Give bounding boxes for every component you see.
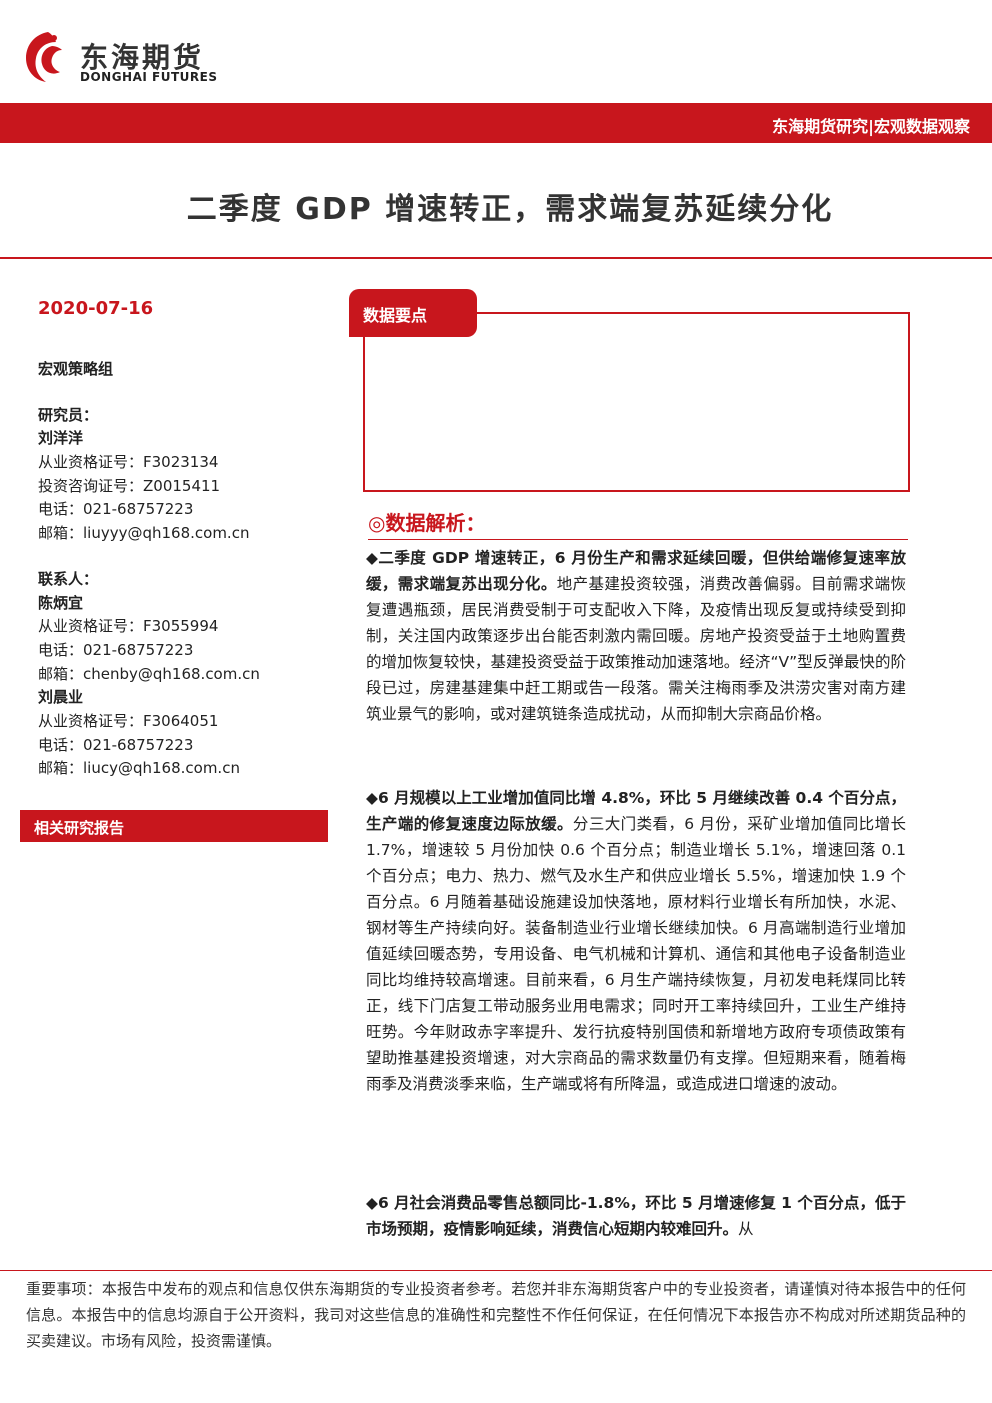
contact-tel: 电话：021-68757223 — [38, 640, 194, 659]
analysis-paragraph-1: ◆二季度 GDP 增速转正，6 月份生产和需求延续回暖，但供给端修复速率放缓，需… — [366, 545, 906, 727]
paragraph-body: 分三大门类看，6 月份，采矿业增加值同比增长 1.7%，增速较 5 月份加快 0… — [366, 815, 906, 1093]
author-info: 宏观策略组 研究员： 刘洋洋 从业资格证号：F3023134 投资咨询证号：Z0… — [38, 358, 328, 781]
contact-cert: 从业资格证号：F3064051 — [38, 711, 219, 730]
contact-tel: 电话：021-68757223 — [38, 735, 194, 754]
keypoints-tab: 数据要点 — [349, 289, 477, 337]
paragraph-lead: ◆6 月社会消费品零售总额同比-1.8%，环比 5 月增速修复 1 个百分点，低… — [366, 1194, 906, 1238]
phoenix-logo-icon — [26, 32, 62, 82]
report-date: 2020-07-16 — [38, 298, 154, 319]
group-name: 宏观策略组 — [38, 360, 114, 378]
researcher-label: 研究员： — [38, 405, 99, 424]
contact-email: 邮箱：liucy@qh168.com.cn — [38, 759, 240, 778]
analysis-heading: ◎数据解析： — [368, 507, 908, 541]
related-reports-bar: 相关研究报告 — [20, 810, 328, 842]
paragraph-lead: ◆6 月规模以上工业增加值同比增 4.8%，环比 5 月继续改善 0.4 个百分… — [366, 789, 906, 833]
researcher-cert: 从业资格证号：F3023134 — [38, 453, 219, 472]
contact-cert: 从业资格证号：F3055994 — [38, 617, 219, 636]
contact-email: 邮箱：chenby@qh168.com.cn — [38, 664, 260, 683]
contact-label: 联系人： — [38, 569, 99, 588]
analysis-paragraph-2: ◆6 月规模以上工业增加值同比增 4.8%，环比 5 月继续改善 0.4 个百分… — [366, 785, 906, 1097]
analysis-paragraph-3-clip: ◆6 月社会消费品零售总额同比-1.8%，环比 5 月增速修复 1 个百分点，低… — [366, 1190, 906, 1242]
paragraph-lead: ◆二季度 GDP 增速转正，6 月份生产和需求延续回暖，但供给端修复速率放缓，需… — [366, 549, 906, 593]
analysis-paragraph-3: ◆6 月社会消费品零售总额同比-1.8%，环比 5 月增速修复 1 个百分点，低… — [366, 1190, 906, 1242]
title-divider — [0, 257, 992, 259]
keypoints-label: 数据要点 — [363, 306, 428, 325]
researcher-invest: 投资咨询证号：Z0015411 — [38, 476, 221, 495]
report-title: 二季度 GDP 增速转正，需求端复苏延续分化 — [186, 192, 834, 227]
footer-divider — [0, 1270, 992, 1271]
related-reports-label: 相关研究报告 — [34, 819, 125, 837]
analysis-heading-rule — [368, 539, 908, 540]
disclaimer: 重要事项：本报告中发布的观点和信息仅供东海期货的专业投资者参考。若您并非东海期货… — [26, 1280, 966, 1350]
paragraph-body: 从 — [738, 1220, 754, 1238]
logo-english-text: DONGHAI FUTURES — [80, 70, 218, 84]
keypoints-box — [363, 312, 910, 492]
contact-name: 陈炳宜 — [38, 593, 84, 612]
researcher-name: 刘洋洋 — [38, 429, 84, 448]
header-bar-text: 东海期货研究|宏观数据观察 — [772, 117, 970, 136]
researcher-email: 邮箱：liuyyy@qh168.com.cn — [38, 524, 250, 543]
contact-name: 刘晨业 — [38, 688, 84, 707]
logo-chinese-text: 东海期货 — [80, 41, 205, 74]
analysis-heading-text: ◎数据解析： — [368, 511, 486, 535]
paragraph-body: 地产基建投资较强，消费改善偏弱。目前需求端恢复遭遇瓶颈，居民消费受制于可支配收入… — [366, 575, 906, 723]
researcher-tel: 电话：021-68757223 — [38, 500, 194, 519]
header-bar: 东海期货研究|宏观数据观察 — [0, 103, 992, 143]
